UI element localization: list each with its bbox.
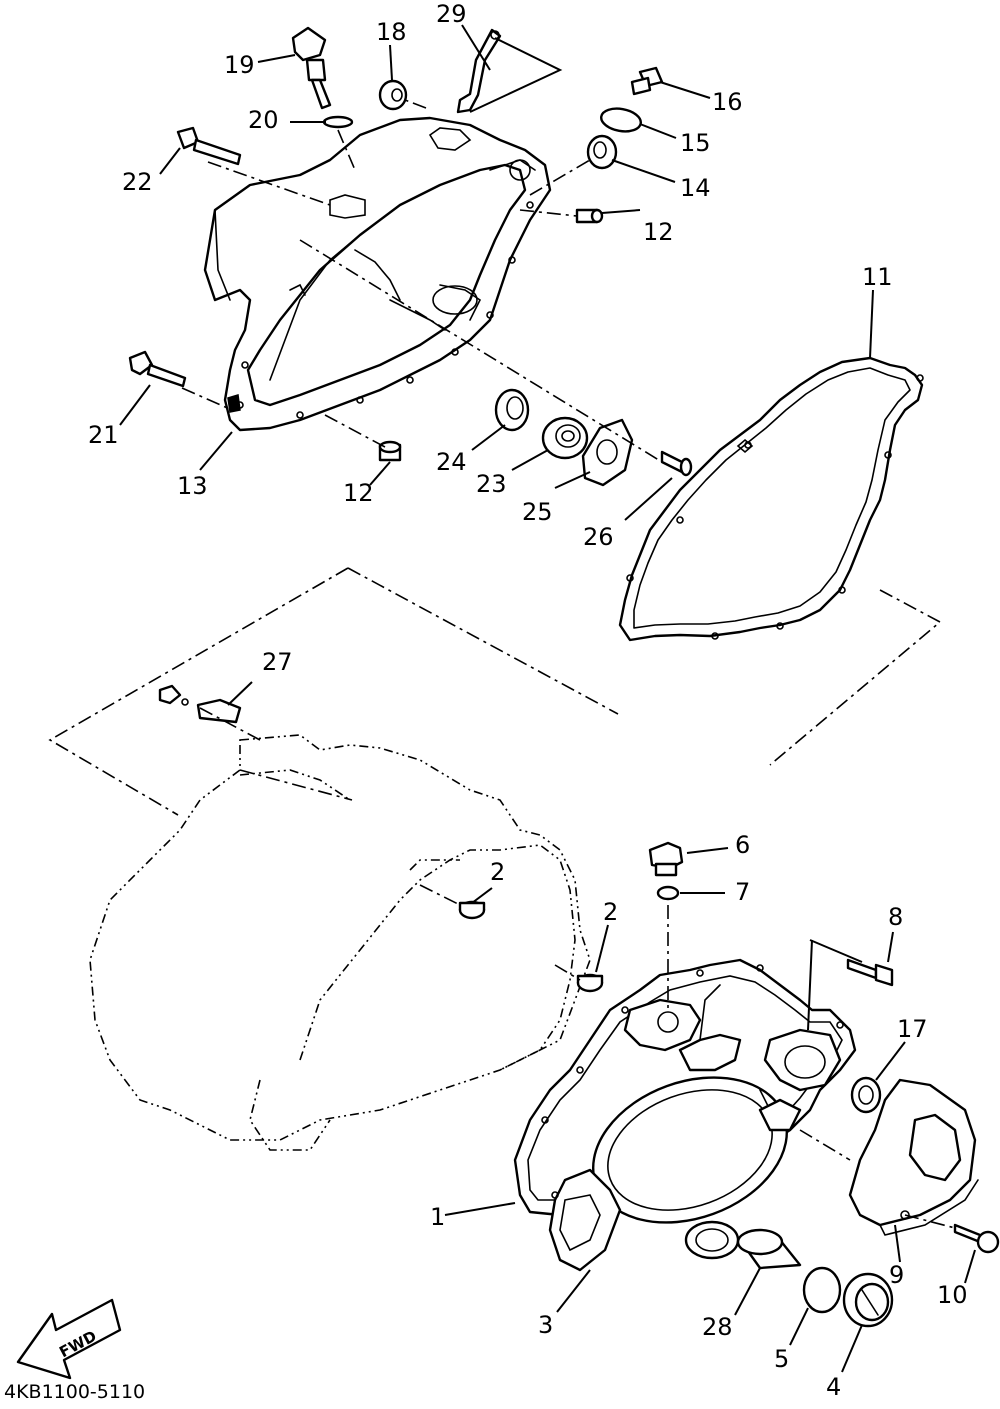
callout-2b: 2 [603, 898, 618, 926]
callout-16: 16 [712, 88, 743, 116]
bearing-23 [541, 416, 589, 460]
o-ring-7 [656, 885, 680, 901]
o-ring-5 [802, 1266, 842, 1314]
fwd-arrow: FWD [16, 1298, 122, 1380]
plug-4 [842, 1272, 894, 1328]
callout-27: 27 [262, 648, 293, 676]
damper-18 [378, 79, 408, 111]
dowel-pin-12b [378, 440, 402, 462]
callout-8: 8 [888, 903, 903, 931]
crankcase-cover-13 [203, 116, 552, 432]
callout-20: 20 [248, 106, 279, 134]
dowel-pin-12a [575, 208, 604, 224]
callout-21: 21 [88, 421, 119, 449]
bolt-22 [176, 126, 242, 166]
callout-25: 25 [522, 498, 553, 526]
oil-seal-17 [850, 1076, 882, 1114]
callout-19: 19 [224, 51, 255, 79]
screw-10 [953, 1223, 1000, 1254]
bolt-8 [846, 958, 894, 987]
callout-6: 6 [735, 831, 750, 859]
callout-29: 29 [436, 0, 467, 28]
retainer-25 [581, 418, 634, 487]
callout-12b: 12 [343, 479, 374, 507]
diagram-code: 4KB1100-5110 [4, 1381, 145, 1403]
callout-3: 3 [538, 1311, 553, 1339]
callout-1: 1 [430, 1203, 445, 1231]
center-lines [181, 99, 956, 1229]
plug-6 [648, 841, 684, 877]
bolt-21 [128, 350, 187, 388]
callout-23: 23 [476, 470, 507, 498]
callout-18: 18 [376, 18, 407, 46]
crankcase-cover-1 [513, 958, 857, 1272]
callout-5: 5 [774, 1345, 789, 1373]
oil-seal-24 [494, 388, 530, 432]
oil-gauge-19 [291, 26, 332, 110]
crankcase-phantom [89, 734, 591, 1151]
callout-11: 11 [862, 263, 893, 291]
o-ring-20 [322, 115, 354, 129]
sleeve-28 [736, 1228, 802, 1270]
callout-9: 9 [889, 1261, 904, 1289]
callout-labels: 1 2 2 3 4 5 6 7 8 9 10 11 12 12 13 14 15… [88, 0, 968, 1401]
cable-guide-29 [456, 28, 502, 114]
callout-14: 14 [680, 174, 711, 202]
callout-15: 15 [680, 129, 711, 157]
bolt-16 [630, 66, 664, 96]
callout-28: 28 [702, 1313, 733, 1341]
screw-26 [660, 450, 693, 477]
oil-seal-14 [586, 134, 618, 170]
cover-plate-9 [848, 1078, 979, 1236]
gasket-11 [618, 356, 924, 642]
clamp-27 [158, 684, 242, 724]
callout-22: 22 [122, 168, 153, 196]
dowel-pin-2b [576, 973, 604, 993]
leader-lines [119, 24, 976, 1373]
assembly-frame [48, 567, 942, 816]
callout-12a: 12 [643, 218, 674, 246]
plate-15 [600, 107, 642, 133]
callout-10: 10 [937, 1281, 968, 1309]
callout-17: 17 [897, 1015, 928, 1043]
callout-2a: 2 [490, 858, 505, 886]
callout-13: 13 [177, 472, 208, 500]
callout-4: 4 [826, 1373, 841, 1401]
dowel-pin-2a [458, 900, 486, 920]
callout-26: 26 [583, 523, 614, 551]
callout-7: 7 [735, 878, 750, 906]
callout-24: 24 [436, 448, 467, 476]
